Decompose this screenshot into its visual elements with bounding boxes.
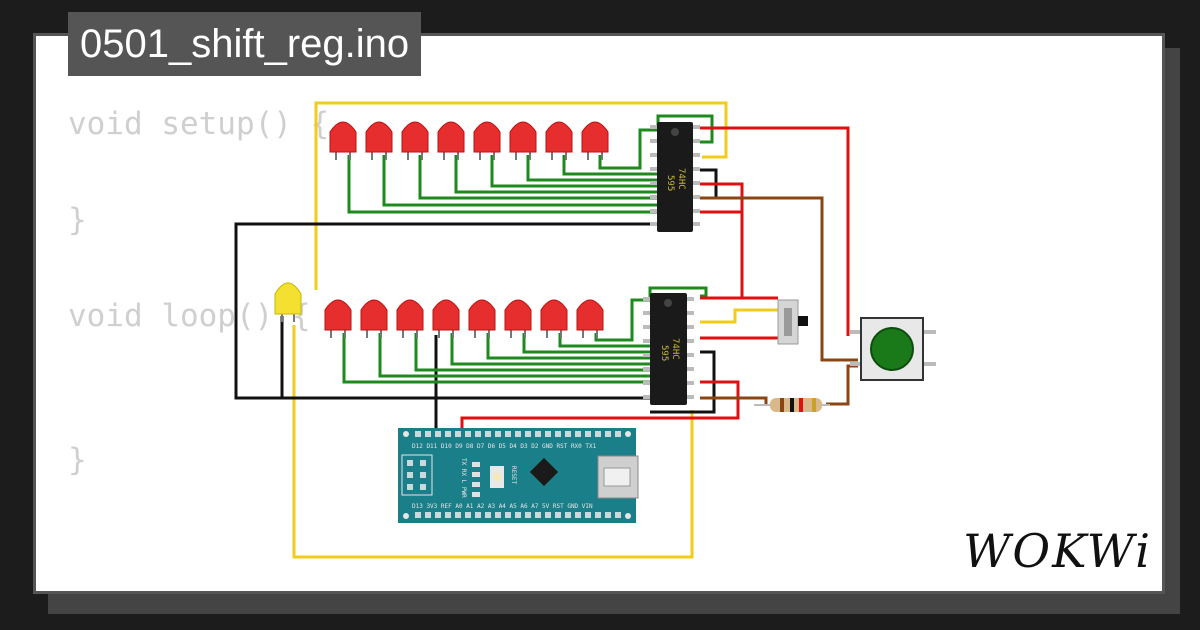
sketch-title: 0501_shift_reg.ino <box>68 12 422 76</box>
arduino-nano[interactable] <box>398 428 639 523</box>
led[interactable] <box>360 299 388 338</box>
led[interactable] <box>545 121 573 160</box>
led[interactable] <box>396 299 424 338</box>
led[interactable] <box>581 121 609 160</box>
chip1-label-bottom: 595 <box>665 175 675 191</box>
led[interactable] <box>432 299 460 338</box>
pin-row-top <box>415 431 621 437</box>
code-line-loop-close: } <box>68 442 87 478</box>
pin-row-bottom <box>415 512 621 518</box>
led[interactable] <box>365 121 393 160</box>
yellow-led[interactable] <box>274 282 302 322</box>
yellow-wires <box>292 101 778 559</box>
shift-register-1[interactable] <box>650 122 700 232</box>
red-wires <box>460 126 850 436</box>
led[interactable] <box>473 121 501 160</box>
led[interactable] <box>468 299 496 338</box>
chip1-label-top: 74HC <box>676 168 686 190</box>
led[interactable] <box>324 299 352 338</box>
slide-switch[interactable] <box>777 299 808 345</box>
chip2-label-top: 74HC <box>670 338 680 360</box>
led[interactable] <box>504 299 532 338</box>
push-button[interactable] <box>850 317 936 381</box>
led[interactable] <box>509 121 537 160</box>
chip2-label-bottom: 595 <box>659 345 669 361</box>
led[interactable] <box>401 121 429 160</box>
green-wires-top <box>347 114 714 214</box>
wokwi-logo: WOKWi <box>963 524 1152 578</box>
resistor <box>754 398 830 412</box>
arduino-bottom-pins: D13 3V3 REF A0 A1 A2 A3 A4 A5 A6 A7 5V R… <box>412 503 593 510</box>
led-row-bottom <box>324 299 604 338</box>
code-line-setup-close: } <box>68 202 87 238</box>
led-row-top <box>329 121 609 160</box>
shift-register-2[interactable] <box>643 293 694 405</box>
arduino-reset-label: RESET <box>510 466 517 484</box>
led[interactable] <box>576 299 604 338</box>
arduino-led-labels: TX RX L PWR <box>460 458 467 498</box>
led[interactable] <box>437 121 465 160</box>
led[interactable] <box>540 299 568 338</box>
led[interactable] <box>329 121 357 160</box>
arduino-top-pins: D12 D11 D10 D9 D8 D7 D6 D5 D4 D3 D2 GND … <box>412 443 597 450</box>
